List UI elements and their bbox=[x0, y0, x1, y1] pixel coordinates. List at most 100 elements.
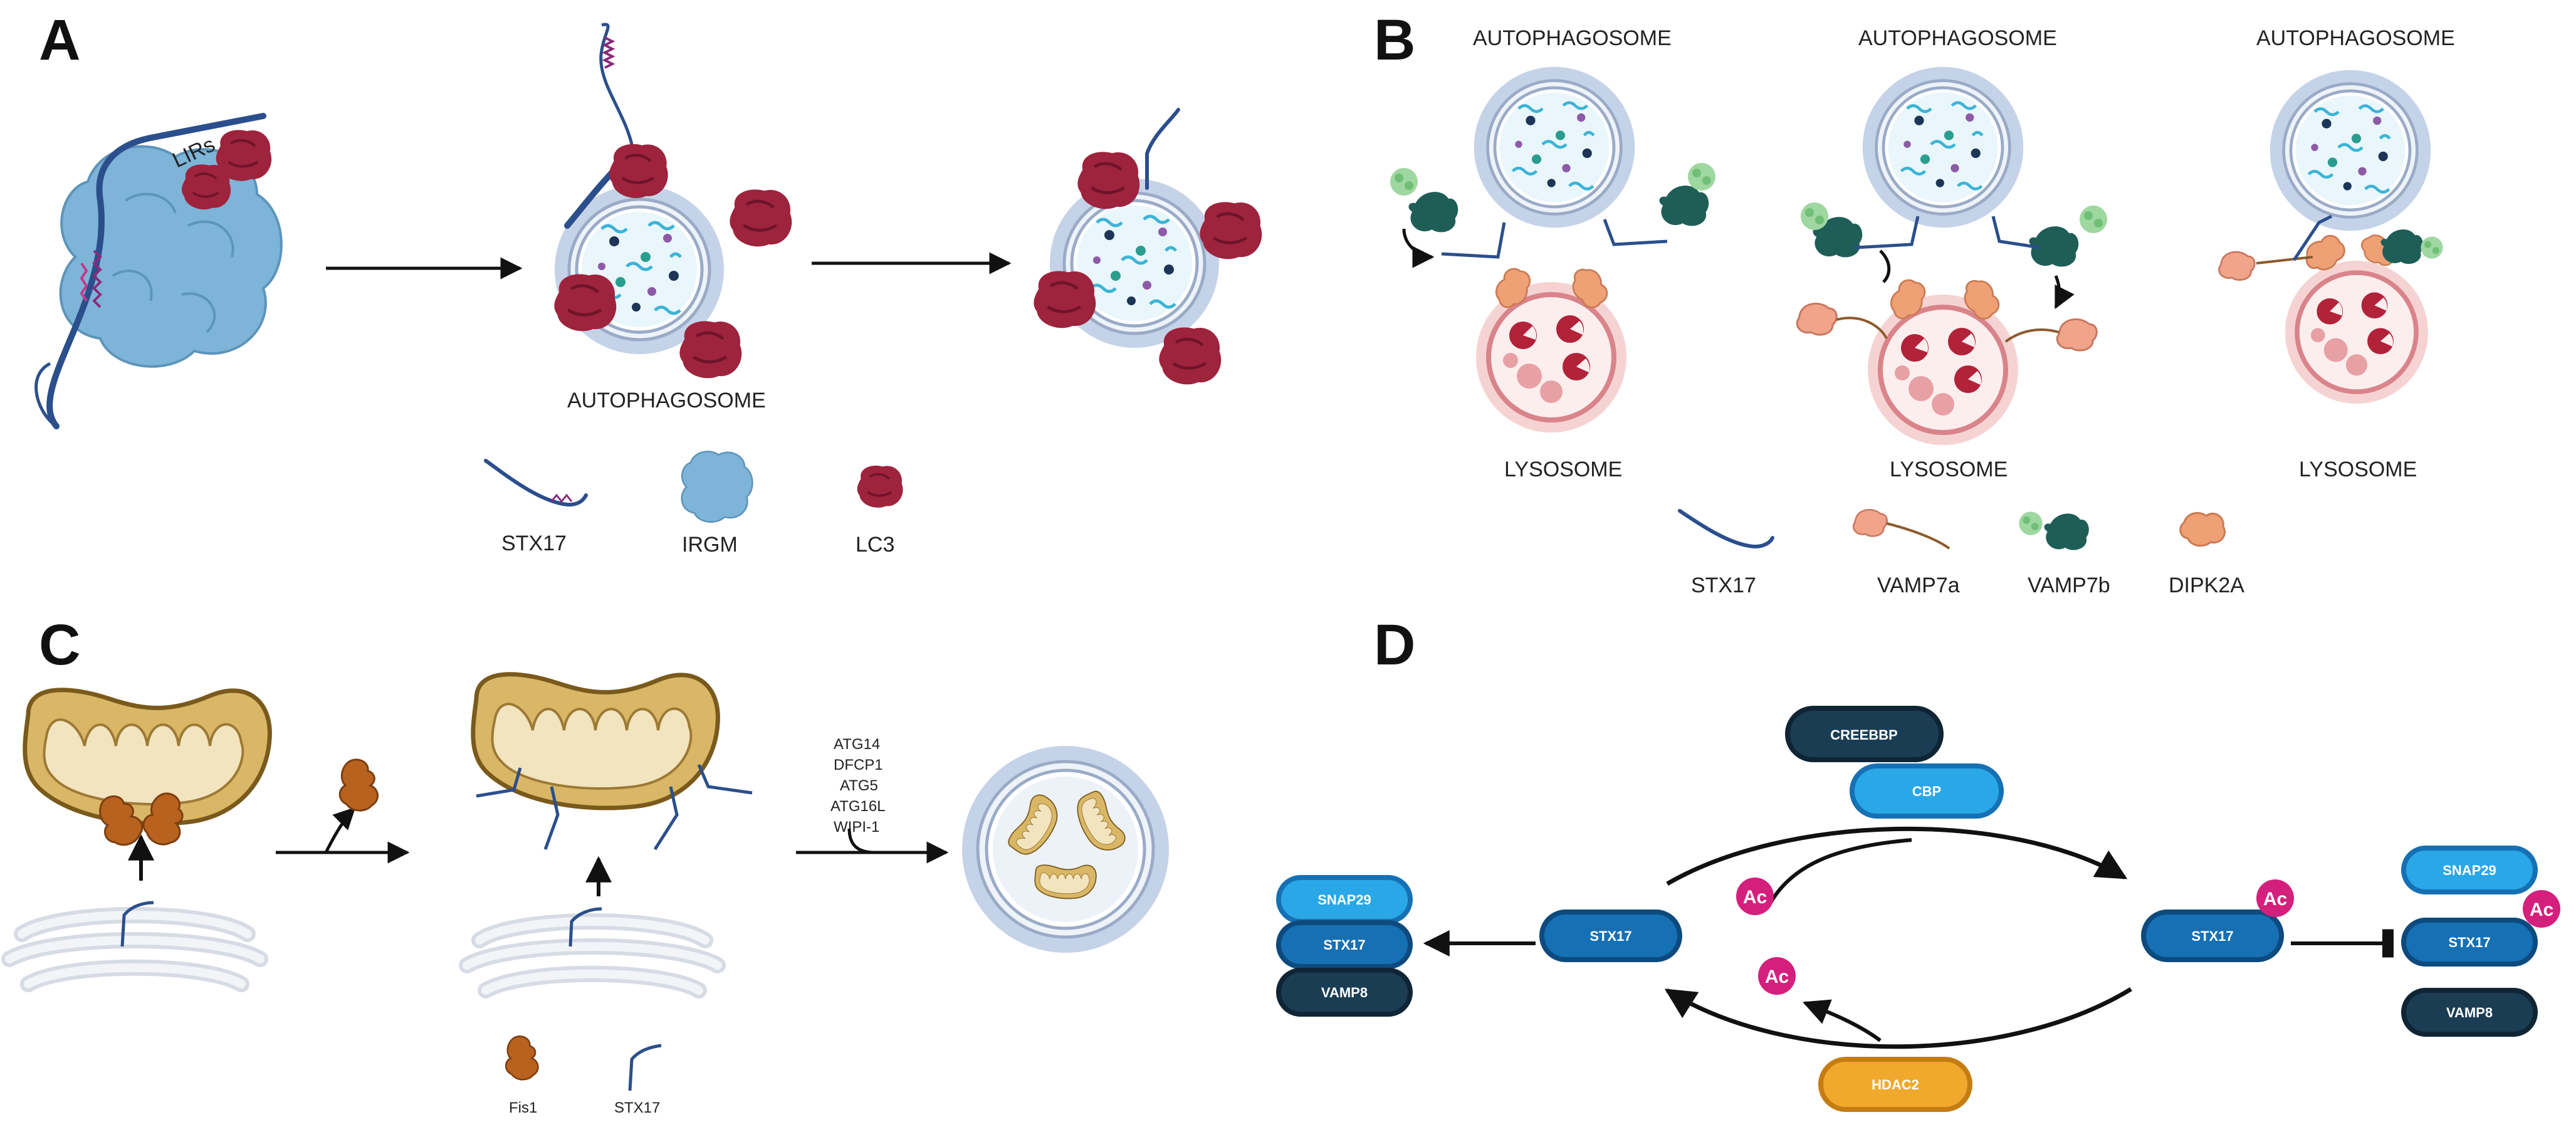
c-factor-wipi1: WIPI-1 bbox=[834, 819, 879, 836]
b-stx17-1b bbox=[1603, 219, 1668, 246]
legend-b-stx17: STX17 bbox=[1691, 574, 1756, 597]
legend-b: STX17 VAMP7a VAMP7b DIPK2A bbox=[1678, 508, 2244, 597]
d-right-stx17-pill bbox=[2401, 918, 2538, 967]
d-ac-text-1: Ac bbox=[1743, 887, 1767, 908]
b-vamp7b-3 bbox=[2380, 229, 2424, 265]
stx17-a-vesicle1-helix bbox=[602, 36, 615, 69]
c-factor-hook bbox=[847, 828, 875, 854]
c-factor-dfcp1: DFCP1 bbox=[834, 757, 883, 773]
b-vamp7a-2a-stem bbox=[1836, 317, 1888, 339]
d-stx17-center-right-label: STX17 bbox=[2191, 928, 2233, 944]
d-left-stx17-pill bbox=[1276, 920, 1413, 969]
c-stx17-m4 bbox=[697, 764, 753, 795]
d-ac-branch-out bbox=[1803, 999, 1882, 1042]
panel-a-letter: A bbox=[39, 8, 80, 72]
legend-b-vamp7b: VAMP7b bbox=[2028, 574, 2110, 597]
legend-c-stx17-icon bbox=[628, 1044, 662, 1091]
d-stx17-center-right bbox=[2141, 909, 2284, 962]
autophagosome-label-a: AUTOPHAGOSOME bbox=[567, 389, 766, 412]
d-arrow-deacetylation bbox=[1664, 987, 2132, 1049]
legend-a-stx17: STX17 bbox=[501, 532, 567, 555]
b-lysosome-2 bbox=[1868, 295, 2018, 445]
d-right-snap29-label: SNAP29 bbox=[2442, 862, 2496, 878]
d-creebbp-label: CREEBBP bbox=[1830, 727, 1898, 743]
b-vamp7b-1a bbox=[1408, 192, 1458, 233]
b-stx17-1a bbox=[1441, 222, 1506, 259]
panel-a: A LIRs AUTOPHAGOSOME bbox=[34, 8, 1262, 557]
b-arrow-1 bbox=[1402, 228, 1435, 268]
d-cbp-label: CBP bbox=[1912, 784, 1941, 799]
b-autophagosome-label-2: AUTOPHAGOSOME bbox=[1858, 26, 2057, 50]
stx17-a-vesicle1-top bbox=[599, 23, 635, 151]
c-factors: ATG14 DFCP1 ATG5 ATG16L WIPI-1 bbox=[830, 736, 886, 836]
d-arrow-acetylation bbox=[1666, 826, 2128, 886]
d-left-vamp8-pill bbox=[1276, 968, 1413, 1017]
d-ac-text-4: Ac bbox=[2530, 899, 2553, 920]
c-stx17-er-2 bbox=[568, 907, 602, 947]
c-release-arrow bbox=[324, 807, 356, 854]
panel-b-letter: B bbox=[1374, 8, 1415, 72]
c-stx17-m1 bbox=[476, 767, 522, 798]
c-stx17-m3 bbox=[653, 786, 679, 851]
stx17-chain-a1 bbox=[46, 113, 266, 429]
legend-b-vamp7b-head bbox=[2019, 511, 2043, 535]
b-vamp7b-head-2a bbox=[1801, 202, 1828, 230]
b-arrow-2b bbox=[2054, 275, 2075, 310]
legend-b-dipk2a: DIPK2A bbox=[2169, 574, 2244, 597]
d-ac-branch-in bbox=[1769, 838, 1912, 904]
b-vamp7a-3 bbox=[2218, 251, 2256, 281]
d-hdac2-label: HDAC2 bbox=[1872, 1077, 1919, 1093]
legend-c-fis1: Fis1 bbox=[509, 1099, 537, 1116]
c-er-1 bbox=[9, 915, 260, 984]
d-ac-circle-2 bbox=[1758, 957, 1796, 995]
c-factor-atg14: ATG14 bbox=[834, 736, 880, 753]
stx17-a-vesicle2 bbox=[1145, 108, 1180, 190]
d-right-vamp8-pill bbox=[2401, 988, 2538, 1037]
lc3-a9 bbox=[1034, 271, 1096, 328]
c-mito-2 bbox=[473, 674, 718, 808]
stx17-helix-a2 bbox=[80, 262, 88, 302]
b-vamp7b-head-3 bbox=[2421, 236, 2443, 259]
d-stx17-center-left bbox=[1539, 909, 1682, 962]
d-cbp-pill bbox=[1850, 763, 2004, 819]
legend-c-fis1-icon bbox=[505, 1035, 539, 1081]
stx17-helix-a1 bbox=[92, 249, 102, 308]
stx17-tail-a1 bbox=[34, 362, 58, 428]
legend-b-stx17-icon bbox=[1678, 509, 1774, 549]
b-vamp7a-2b-stem bbox=[2004, 328, 2060, 343]
d-left-stx17-label: STX17 bbox=[1323, 937, 1365, 953]
legend-a-irgm: IRGM bbox=[682, 533, 738, 557]
b-vamp7b-1b bbox=[1659, 186, 1709, 226]
panel-d-letter: D bbox=[1374, 613, 1415, 677]
c-stx17-m2 bbox=[543, 786, 560, 850]
legend-a-lc3-icon bbox=[856, 464, 904, 509]
d-ac-circle-4 bbox=[2523, 890, 2560, 928]
b-vamp7b-head-1b bbox=[1688, 163, 1715, 191]
panel-d: D CREEBBP CBP Ac Ac HDAC2 STX17 STX17 Ac… bbox=[1276, 613, 2560, 1112]
legend-c: Fis1 STX17 bbox=[505, 1035, 662, 1116]
b-lysosome-1 bbox=[1476, 282, 1626, 432]
b-vamp7b-head-2b bbox=[2080, 206, 2107, 233]
b-stx17-2b bbox=[1991, 216, 2041, 249]
lc3-a2 bbox=[181, 163, 232, 211]
lc3-a6 bbox=[679, 321, 741, 378]
d-creebbp-pill bbox=[1785, 706, 1944, 762]
d-left-vamp8-label: VAMP8 bbox=[1321, 985, 1368, 1000]
legend-a-stx17-icon bbox=[484, 459, 588, 507]
legend-b-vamp7a-icon bbox=[1852, 508, 1888, 537]
d-ac-text-2: Ac bbox=[1765, 967, 1789, 987]
panel-c: C ATG14 DFCP1 ATG5 ATG16L WIPI-1 bbox=[9, 613, 1169, 1116]
b-vamp7a-3-stem bbox=[2256, 256, 2313, 265]
d-right-stx17-label: STX17 bbox=[2448, 935, 2490, 950]
b-lysosome-label-2: LYSOSOME bbox=[1890, 458, 2008, 481]
lc3-a8 bbox=[1200, 202, 1262, 259]
legend-b-vamp7b-icon bbox=[2044, 513, 2089, 550]
c-factor-atg5: ATG5 bbox=[840, 777, 878, 794]
lc3-a5 bbox=[554, 274, 616, 331]
legend-a-lc3: LC3 bbox=[856, 533, 894, 557]
c-er-2 bbox=[467, 921, 718, 990]
b-autophagosome-1 bbox=[1474, 67, 1635, 228]
b-stx17-2a bbox=[1855, 216, 1920, 249]
b-lysosome-label-1: LYSOSOME bbox=[1504, 458, 1622, 481]
